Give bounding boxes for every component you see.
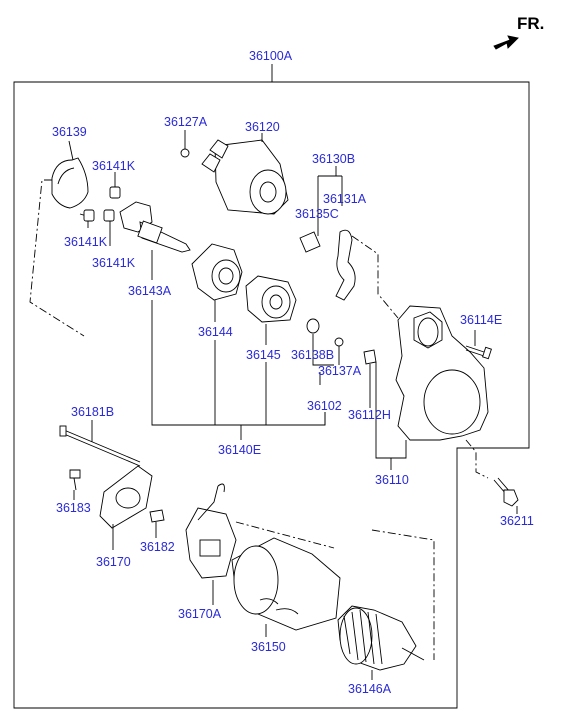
part-label-36114E[interactable]: 36114E: [460, 313, 503, 327]
part-label-36150[interactable]: 36150: [251, 640, 286, 654]
through-bolt-part: [493, 477, 519, 514]
long-bolt-part: [59, 420, 141, 467]
part-label-36143A[interactable]: 36143A: [128, 284, 172, 298]
part-label-36112H[interactable]: 36112H: [348, 408, 391, 422]
brush-holder-part: [185, 483, 237, 605]
armature-part: [337, 605, 425, 680]
bushing-part: [363, 349, 377, 365]
part-label-36170A[interactable]: 36170A: [178, 607, 222, 621]
part-label-36181B[interactable]: 36181B: [71, 405, 115, 419]
bush-parts: [83, 172, 121, 246]
part-label-36140E[interactable]: 36140E: [218, 443, 262, 457]
part-label-36182[interactable]: 36182: [140, 540, 175, 554]
part-label-36141K-c[interactable]: 36141K: [92, 256, 136, 270]
gear-housing-part: [119, 201, 191, 280]
rear-bushing-part: [149, 509, 165, 523]
part-label-36141K-b[interactable]: 36141K: [64, 235, 108, 249]
pinion-part: [191, 243, 243, 322]
washer-part: [306, 318, 320, 334]
part-label-36144[interactable]: 36144: [198, 325, 233, 339]
part-label-36130B[interactable]: 36130B: [312, 152, 356, 166]
clutch-gear-part: [245, 275, 297, 345]
plunger-part: [299, 231, 321, 253]
part-label-36135C[interactable]: 36135C: [295, 207, 339, 221]
part-label-36131A[interactable]: 36131A: [323, 192, 367, 206]
front-housing-part: [395, 305, 489, 441]
solenoid-part: [201, 133, 289, 215]
part-label-36110[interactable]: 36110: [375, 473, 409, 487]
screw-part: [69, 469, 81, 491]
part-label-36139[interactable]: 36139: [52, 125, 87, 139]
part-label-36145[interactable]: 36145: [246, 348, 281, 362]
part-label-36141K-a[interactable]: 36141K: [92, 159, 136, 173]
rear-bracket-part: [99, 465, 153, 550]
assembly-frame: [13, 81, 530, 709]
stud-bolt-part: [465, 330, 492, 360]
part-label-36138B[interactable]: 36138B: [291, 348, 335, 362]
yoke-part: [231, 537, 341, 637]
cover-plate-part: [51, 140, 89, 209]
part-label-36211[interactable]: 36211: [500, 514, 534, 528]
part-label-36137A[interactable]: 36137A: [318, 364, 362, 378]
front-direction-label: FR.: [517, 14, 545, 33]
lever-part: [335, 229, 356, 301]
part-label-36120[interactable]: 36120: [245, 120, 280, 134]
part-label-36170[interactable]: 36170: [96, 555, 131, 569]
part-label-36102[interactable]: 36102: [307, 399, 342, 413]
part-label-36100A[interactable]: 36100A: [249, 49, 293, 63]
nut-part: [180, 148, 190, 158]
ring-part: [334, 337, 344, 347]
part-label-36183[interactable]: 36183: [56, 501, 91, 515]
front-arrow-icon: [493, 35, 519, 50]
part-label-36146A[interactable]: 36146A: [348, 682, 392, 696]
part-label-36127A[interactable]: 36127A: [164, 115, 208, 129]
